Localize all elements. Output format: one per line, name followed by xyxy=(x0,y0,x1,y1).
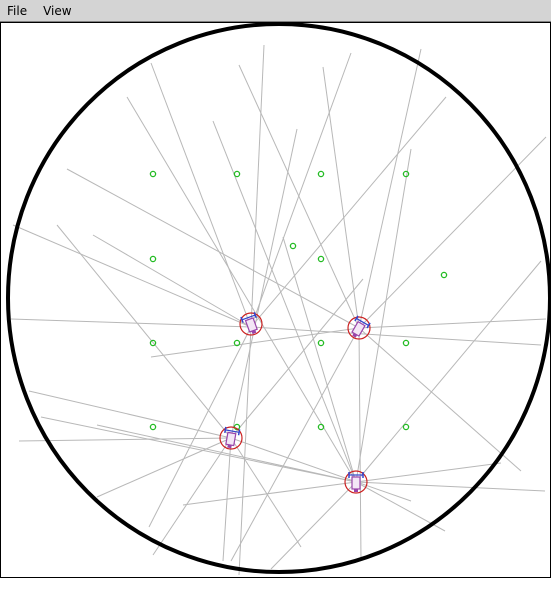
sensor-ray xyxy=(18,437,232,442)
robot-wheel xyxy=(237,429,241,436)
sensor-ray xyxy=(66,168,360,329)
sensor-ray xyxy=(270,481,357,570)
sensor-ray xyxy=(230,278,364,439)
sensor-ray xyxy=(282,236,357,483)
menu-bar: File View xyxy=(0,0,551,22)
landmark xyxy=(149,170,157,178)
robot-wheel xyxy=(253,311,257,319)
robot-axle xyxy=(241,314,256,321)
robot-axle xyxy=(356,317,369,326)
robot-range-ring xyxy=(219,426,243,450)
robot-chassis xyxy=(225,431,237,447)
robot-sensor-head xyxy=(354,489,358,492)
robot-wheel xyxy=(354,315,359,322)
sensor-ray xyxy=(96,437,232,498)
sensor-ray xyxy=(150,62,252,328)
robot-range-ring xyxy=(347,316,371,340)
sensor-ray xyxy=(56,224,232,439)
robots xyxy=(219,311,371,494)
sensor-ray xyxy=(238,64,360,329)
landmark xyxy=(149,255,157,263)
landmark xyxy=(289,242,297,250)
landmark xyxy=(402,339,410,347)
robot[interactable] xyxy=(344,470,368,494)
sensor-ray xyxy=(40,416,357,483)
sensor-ray xyxy=(238,326,252,576)
sensor-ray xyxy=(355,148,412,483)
sensor-ray xyxy=(355,481,446,532)
landmarks xyxy=(149,170,448,431)
landmark xyxy=(317,255,325,263)
sensor-ray xyxy=(250,44,265,328)
robot[interactable] xyxy=(219,426,243,450)
robot-sensor-head xyxy=(251,329,257,335)
robot-range-ring xyxy=(344,470,368,494)
sensor-ray xyxy=(358,327,522,472)
sensor-ray xyxy=(28,390,232,439)
sensor-ray xyxy=(250,52,352,328)
sensor-ray xyxy=(355,462,502,483)
sensor-ray xyxy=(230,437,302,548)
robot-sensor-head xyxy=(227,444,232,449)
landmark xyxy=(402,423,410,431)
simulation-view xyxy=(6,23,550,576)
landmark xyxy=(440,271,448,279)
sensor-ray xyxy=(250,326,542,346)
robot-body xyxy=(351,315,371,338)
landmark xyxy=(317,170,325,178)
landmark xyxy=(402,170,410,178)
robot[interactable] xyxy=(239,311,263,336)
sensor-ray xyxy=(322,66,360,329)
sensor-ray xyxy=(150,327,360,358)
robot-wheel xyxy=(224,426,227,433)
sensor-rays xyxy=(10,44,547,576)
sensor-ray xyxy=(358,136,547,329)
sensor-ray xyxy=(358,318,547,329)
sensor-ray xyxy=(212,120,357,483)
robot-axle xyxy=(225,429,240,433)
arena-boundary xyxy=(6,23,550,574)
robot-body xyxy=(348,472,364,492)
sensor-ray xyxy=(10,318,252,328)
sensor-ray xyxy=(358,327,362,562)
landmark xyxy=(317,339,325,347)
sensor-ray xyxy=(230,437,412,502)
sensor-ray xyxy=(148,326,252,528)
simulation-canvas[interactable] xyxy=(0,22,551,578)
robot[interactable] xyxy=(347,315,371,340)
landmark xyxy=(317,423,325,431)
sensor-ray xyxy=(12,224,252,328)
sensor-ray xyxy=(355,481,546,492)
robot-chassis xyxy=(244,317,258,333)
robot-wheel xyxy=(240,316,244,323)
robot-chassis xyxy=(351,476,361,490)
robot-range-ring xyxy=(239,312,263,336)
landmark xyxy=(233,339,241,347)
sensor-ray xyxy=(96,424,357,483)
sensor-ray xyxy=(182,481,357,506)
menu-view[interactable]: View xyxy=(43,3,72,18)
robot-wheel xyxy=(366,322,371,329)
sensor-ray xyxy=(355,260,542,483)
sensor-ray xyxy=(126,96,357,483)
menu-file[interactable]: File xyxy=(7,3,28,18)
status-strip xyxy=(0,578,551,596)
robot-body xyxy=(240,311,258,335)
robot-chassis xyxy=(351,320,366,337)
sensor-ray xyxy=(92,234,252,328)
robot-sensor-head xyxy=(352,333,358,338)
landmark xyxy=(149,339,157,347)
robot-body xyxy=(224,426,241,449)
sensor-ray xyxy=(250,96,447,328)
sensor-ray xyxy=(230,327,360,562)
landmark xyxy=(233,170,241,178)
sensor-ray xyxy=(152,437,232,556)
landmark xyxy=(149,423,157,431)
sensor-ray xyxy=(230,128,298,439)
sensor-ray xyxy=(358,48,422,329)
